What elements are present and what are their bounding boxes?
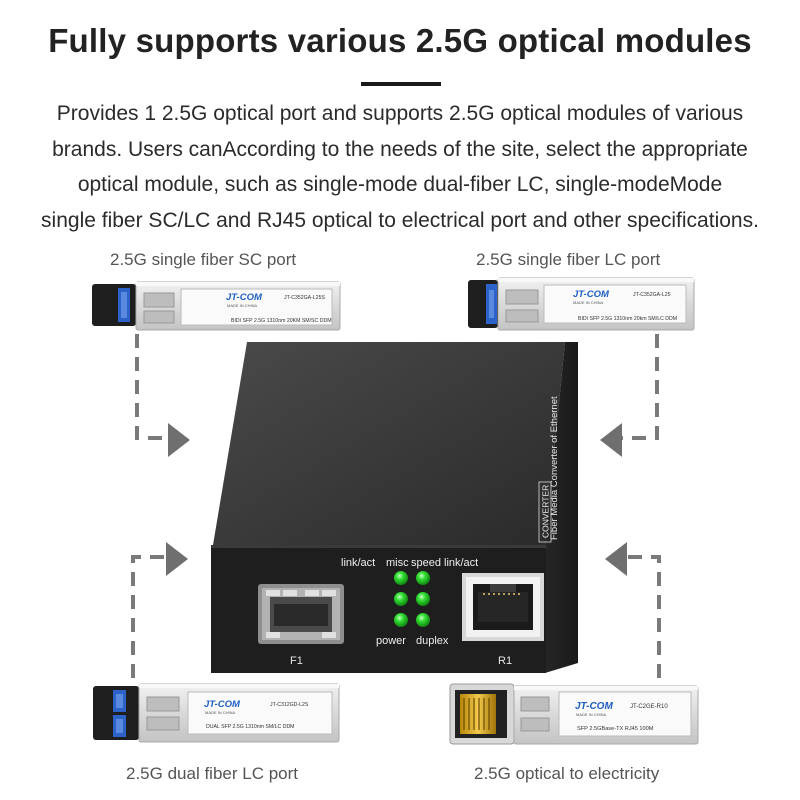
module-spec: SFP 2.5GBase-TX RJ45 100M (577, 726, 654, 732)
module-made-in: MADE IN CHINA (576, 712, 607, 717)
module-made-in: MADE IN CHINA (227, 303, 258, 308)
arrow-head-bottom-right (605, 542, 627, 576)
device-side-badge: CONVERTER (541, 485, 551, 538)
description: Provides 1 2.5G optical port and support… (0, 96, 800, 238)
arrow-bottom-left (131, 555, 166, 678)
led-label-link-act-left: link/act (341, 557, 375, 569)
description-line: optical module, such as single-mode dual… (77, 173, 723, 196)
led-indicator (416, 571, 430, 585)
module-brand: JT-COM (226, 292, 263, 303)
module-brand: JT-COM (573, 289, 610, 300)
arrow-top-left (135, 334, 168, 440)
module-made-in: MADE IN CHINA (205, 710, 236, 715)
sfp-module-dual-fiber-lc: JT-COM MADE IN CHINA JT-C312GD-L2S DUAL … (93, 683, 340, 743)
module-made-in: MADE IN CHINA (573, 300, 604, 305)
led-indicator (394, 592, 408, 606)
module-model: JT-C352GA-L25 (633, 292, 671, 298)
led-label-link-act-right: link/act (444, 557, 478, 569)
led-indicator (416, 592, 430, 606)
led-label-duplex: duplex (416, 635, 449, 647)
sfp-port-f1[interactable] (258, 584, 344, 644)
description-line: Provides 1 2.5G optical port and support… (56, 102, 744, 125)
sfp-module-single-fiber-lc: JT-COM MADE IN CHINA JT-C352GA-L25 BIDI … (468, 277, 695, 331)
module-spec: DUAL SFP 2.5G 1310nm SM/LC DDM (206, 724, 295, 730)
status-leds (394, 571, 430, 627)
caption-single-fiber-lc: 2.5G single fiber LC port (476, 250, 661, 269)
led-indicator (394, 571, 408, 585)
module-model: JT-C2GE-R10 (630, 704, 668, 710)
arrow-head-top-right (600, 423, 622, 457)
module-spec: BIDI SFP 2.5G 1310nm 20KM SM/SC DDM (231, 318, 332, 324)
port-label-f1: F1 (290, 655, 303, 667)
led-indicator (416, 613, 430, 627)
arrow-head-bottom-left (166, 542, 188, 576)
rj45-port-r1[interactable] (462, 573, 544, 641)
caption-dual-fiber-lc: 2.5G dual fiber LC port (126, 764, 298, 783)
description-line: single fiber SC/LC and RJ45 optical to e… (41, 208, 759, 232)
led-indicator (394, 613, 408, 627)
module-model: JT-C312GD-L2S (270, 702, 309, 708)
title-underline (361, 82, 441, 86)
arrow-top-right (622, 334, 659, 440)
module-model: JT-C352GA-L25S (284, 295, 325, 301)
device-side-text: Fiber Media Converter of Ethernet (549, 396, 560, 540)
description-line: brands. Users canAccording to the needs … (52, 137, 748, 161)
led-label-power: power (376, 635, 406, 647)
port-label-r1: R1 (498, 655, 512, 667)
sfp-module-single-fiber-sc: JT-COM MADE IN CHINA JT-C352GA-L25S BIDI… (92, 281, 341, 331)
module-brand: JT-COM (575, 701, 613, 712)
module-brand: JT-COM (204, 699, 241, 710)
caption-optical-to-electricity: 2.5G optical to electricity (474, 764, 660, 783)
sfp-module-rj45-electrical: JT-COM MADE IN CHINA JT-C2GE-R10 SFP 2.5… (449, 683, 699, 745)
page-title: Fully supports various 2.5G optical modu… (48, 22, 752, 59)
arrow-head-top-left (168, 423, 190, 457)
caption-single-fiber-sc: 2.5G single fiber SC port (110, 250, 297, 269)
led-label-misc: misc (386, 557, 409, 569)
arrow-bottom-right (627, 555, 661, 678)
led-label-speed: speed (411, 557, 441, 569)
module-spec: BIDI SFP 2.5G 1310nm 20km SM/LC DDM (578, 316, 677, 322)
